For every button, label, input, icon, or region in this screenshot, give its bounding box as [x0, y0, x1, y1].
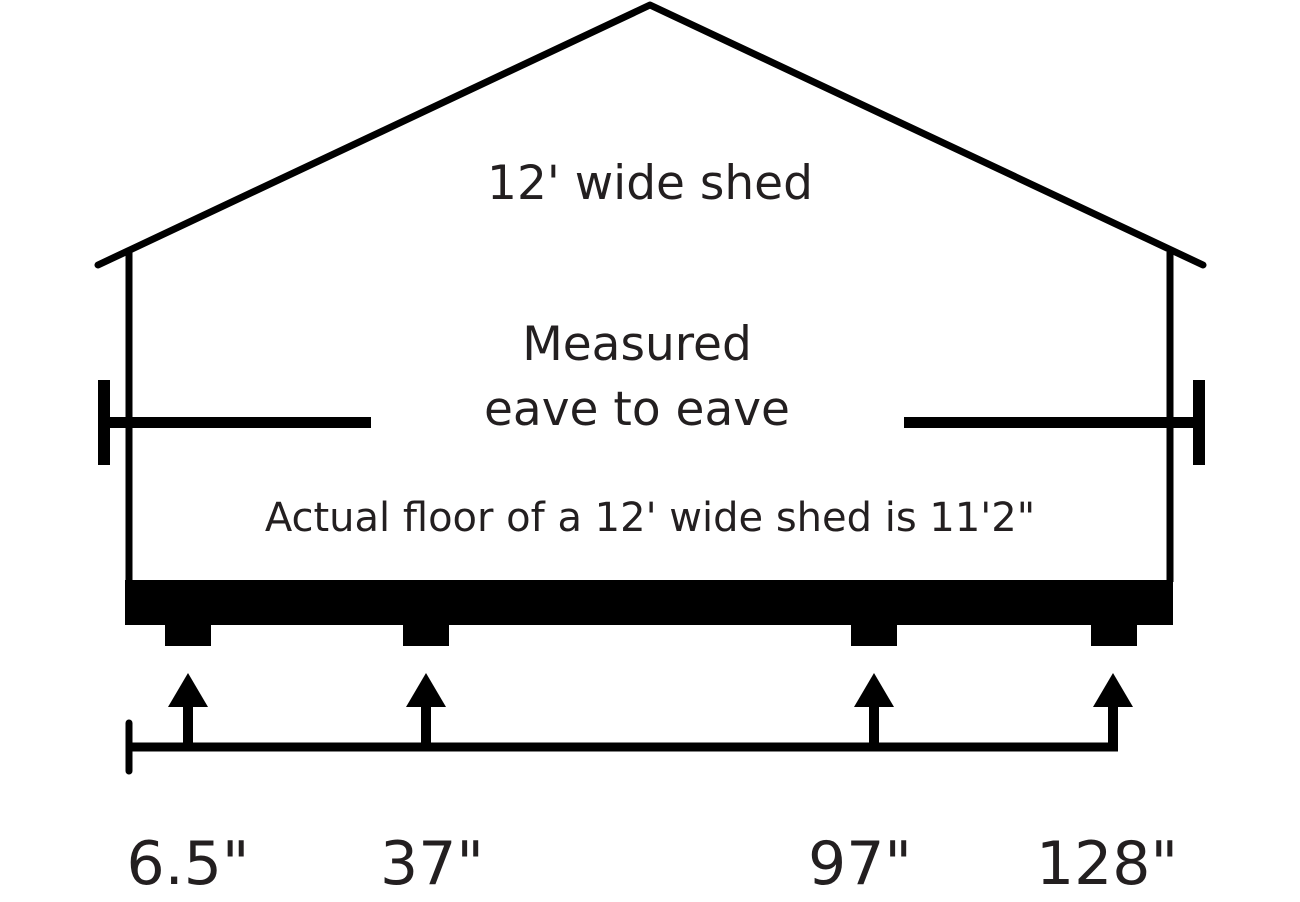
arrow-up-icon — [406, 673, 446, 747]
joist — [403, 620, 449, 646]
position-baseline — [125, 719, 1118, 775]
floor — [125, 580, 1173, 625]
joist — [851, 620, 897, 646]
joist-label: 128" — [1036, 829, 1178, 899]
roof-outline — [94, 1, 1207, 269]
joists — [165, 620, 1137, 646]
arrow-up-icon — [854, 673, 894, 747]
joist — [1091, 620, 1137, 646]
joist-label: 97" — [808, 829, 912, 899]
eave-dimension-line — [98, 380, 1205, 465]
joist-label: 6.5" — [126, 829, 249, 899]
joist-arrows — [168, 673, 1133, 751]
measure-label-line2: eave to eave — [484, 382, 790, 437]
arrow-up-icon — [168, 673, 208, 747]
measure-label-line1: Measured — [522, 317, 752, 372]
joist — [165, 620, 211, 646]
arrow-up-icon — [1093, 673, 1133, 751]
shed-title: 12' wide shed — [487, 156, 813, 211]
floor-note: Actual floor of a 12' wide shed is 11'2" — [265, 495, 1035, 541]
joist-label: 37" — [380, 829, 484, 899]
